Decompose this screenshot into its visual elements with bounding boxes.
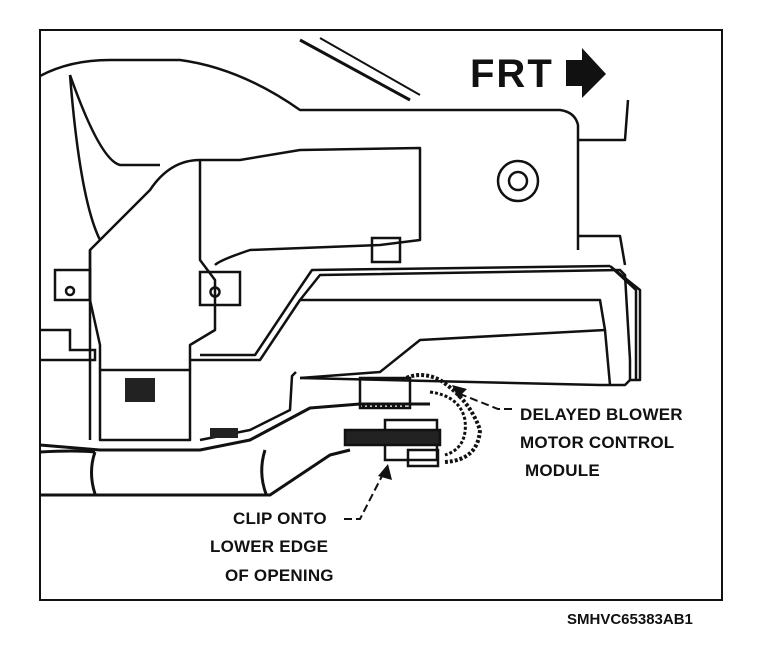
module-callout-line-3: MODULE [525, 461, 600, 480]
leader-lines [344, 391, 512, 520]
clip-leader-arrowhead [378, 464, 392, 480]
heater-housing [88, 146, 642, 442]
clip-callout-line-2: LOWER EDGE [210, 537, 329, 556]
front-arrow-icon [566, 48, 606, 98]
module-callout-line-1: DELAYED BLOWER [520, 405, 683, 424]
diagram-frame [39, 29, 723, 601]
front-direction-label: FRT [470, 52, 554, 96]
clip-callout-line-1: CLIP ONTO [233, 509, 327, 528]
housing-label-patch [125, 378, 155, 402]
round-fastener [496, 159, 540, 203]
blower-control-module [343, 373, 483, 468]
mounting-tabs [40, 236, 402, 362]
figure-code: SMHVC65383AB1 [567, 611, 693, 628]
lower-duct [39, 402, 430, 497]
module-callout-line-2: MOTOR CONTROL [520, 433, 675, 452]
clip-callout-line-3: OF OPENING [225, 566, 334, 585]
small-label-patch [210, 428, 238, 438]
dash-panel [39, 37, 630, 440]
module-leader-arrowhead [452, 385, 467, 398]
